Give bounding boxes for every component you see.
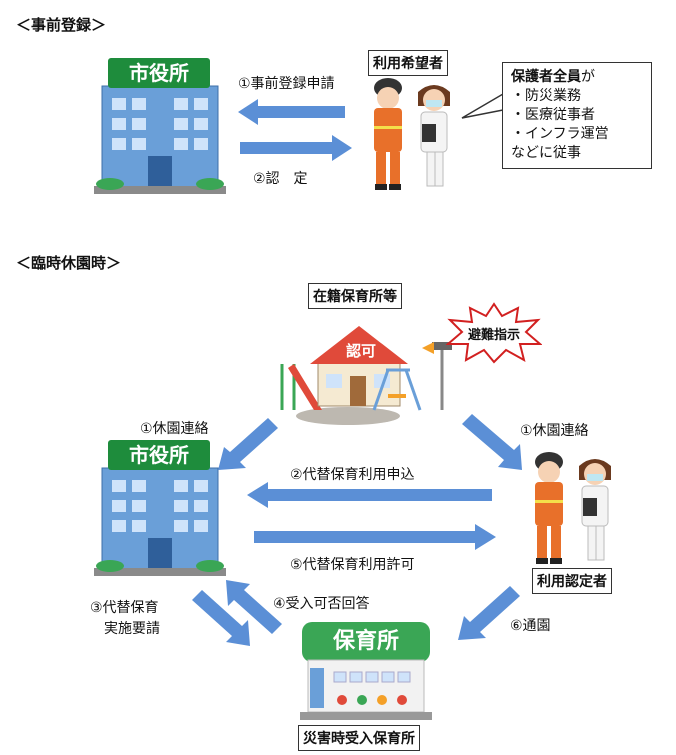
city-hall-building-2: 市役所 <box>92 440 232 582</box>
callout-line1-rest: が <box>581 69 595 85</box>
certified-user-label: 利用認定者 <box>532 568 612 594</box>
section1-heading: ＜事前登録＞ <box>16 16 107 34</box>
label-implementation-request-2: 実施要請 <box>104 621 160 637</box>
firefighter-nurse-illustration-2 <box>525 446 621 568</box>
firefighter-nurse-illustration <box>366 72 458 194</box>
callout-line2: ・防災業務 <box>511 88 581 104</box>
receiving-nursery-building: 保育所 <box>296 616 436 724</box>
arrow-register-request <box>238 99 345 125</box>
callout-line5: などに従事 <box>511 145 581 161</box>
nursery-sign: 認可 <box>345 342 376 360</box>
callout-line3: ・医療従事者 <box>511 107 595 123</box>
arrow-certification <box>240 135 352 161</box>
label-alt-care-apply: ②代替保育利用申込 <box>290 467 415 483</box>
evacuation-alert: 避難指示 <box>446 302 542 364</box>
arrow-implementation-request <box>192 590 250 646</box>
arrow-closure-right <box>462 414 522 470</box>
label-attendance: ⑥通園 <box>510 618 551 634</box>
city-hall-building: 市役所 <box>92 58 232 200</box>
applicant-conditions-callout: 保護者全員が ・防災業務 ・医療従事者 ・インフラ運営 などに従事 <box>502 62 652 169</box>
callout-line1-bold: 保護者全員 <box>511 69 581 85</box>
label-closure-right: ①休園連絡 <box>520 423 589 439</box>
label-closure-left: ①休園連絡 <box>140 421 209 437</box>
city-hall-sign-2: 市役所 <box>108 440 210 470</box>
label-implementation-request-1: ③代替保育 <box>90 600 159 616</box>
label-acceptance-reply: ④受入可否回答 <box>273 596 370 612</box>
applicant-label: 利用希望者 <box>368 50 448 76</box>
city-hall-sign: 市役所 <box>108 58 210 88</box>
evacuation-alert-text: 避難指示 <box>467 328 520 343</box>
section2-heading: ＜臨時休園時＞ <box>16 254 122 272</box>
label-alt-care-permit: ⑤代替保育利用許可 <box>290 557 415 573</box>
arrow-alt-care-apply <box>247 482 492 508</box>
receiving-nursery-label: 災害時受入保育所 <box>298 725 420 751</box>
label-register-request: ①事前登録申請 <box>238 76 335 92</box>
enrolled-nursery-label: 在籍保育所等 <box>308 283 402 309</box>
callout-line4: ・インフラ運営 <box>511 126 609 142</box>
receiving-nursery-sign: 保育所 <box>332 629 399 654</box>
enrolled-nursery-illustration: 認可 <box>270 318 470 426</box>
arrow-alt-care-permit <box>254 524 496 550</box>
label-certification: ②認 定 <box>253 171 308 187</box>
